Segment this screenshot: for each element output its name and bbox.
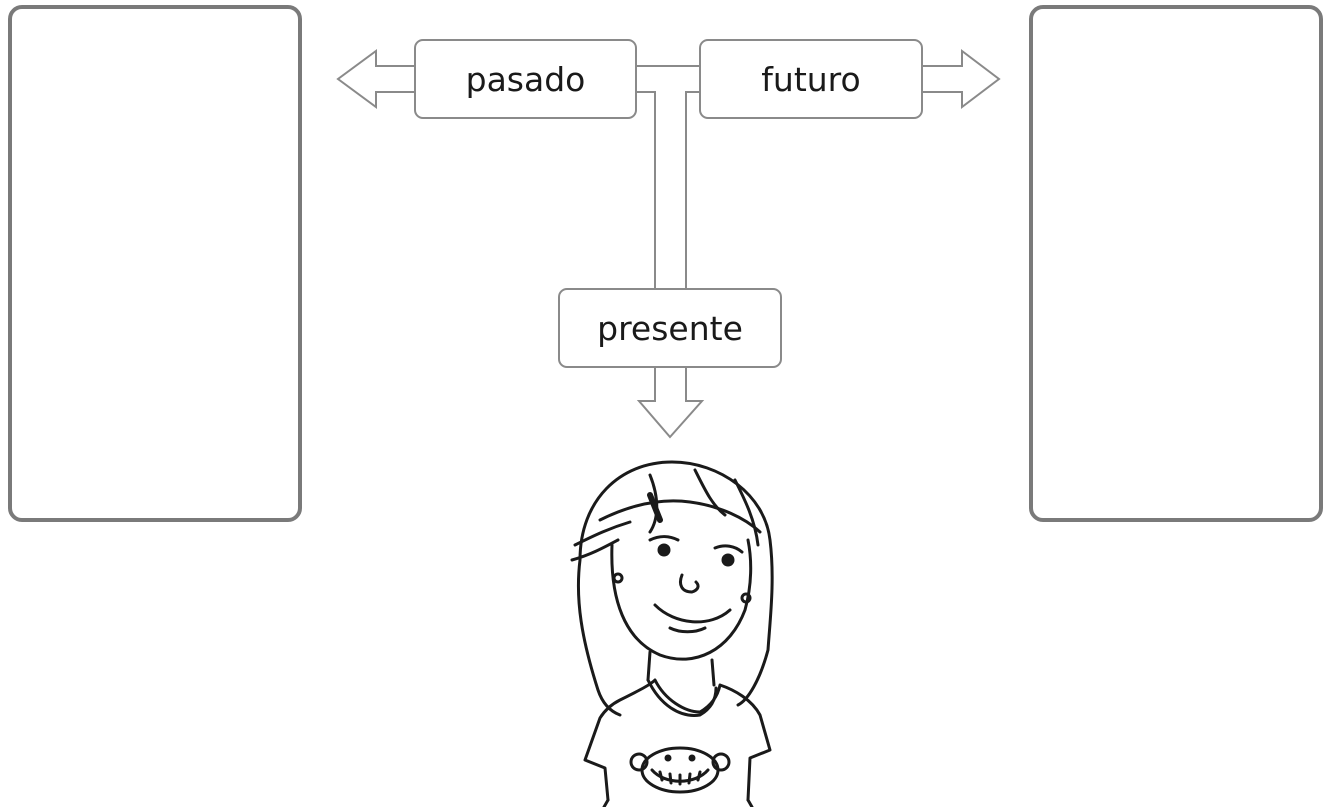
face bbox=[610, 538, 753, 661]
past-label-box: pasado bbox=[414, 39, 637, 119]
hair bbox=[576, 460, 774, 717]
past-arrow bbox=[336, 49, 416, 109]
girl-illustration bbox=[570, 460, 774, 807]
past-label: pasado bbox=[465, 59, 586, 99]
future-label: futuro bbox=[761, 59, 861, 99]
present-label-box: presente bbox=[558, 288, 782, 368]
present-label: presente bbox=[597, 308, 743, 348]
smile bbox=[653, 603, 732, 624]
future-label-box: futuro bbox=[699, 39, 923, 119]
left-empty-panel bbox=[8, 5, 302, 522]
right-empty-panel bbox=[1029, 5, 1323, 522]
right-eye bbox=[721, 553, 735, 567]
future-arrow bbox=[921, 48, 1001, 110]
present-arrow bbox=[636, 367, 705, 439]
present-stem bbox=[636, 91, 701, 289]
left-eye bbox=[657, 543, 671, 557]
